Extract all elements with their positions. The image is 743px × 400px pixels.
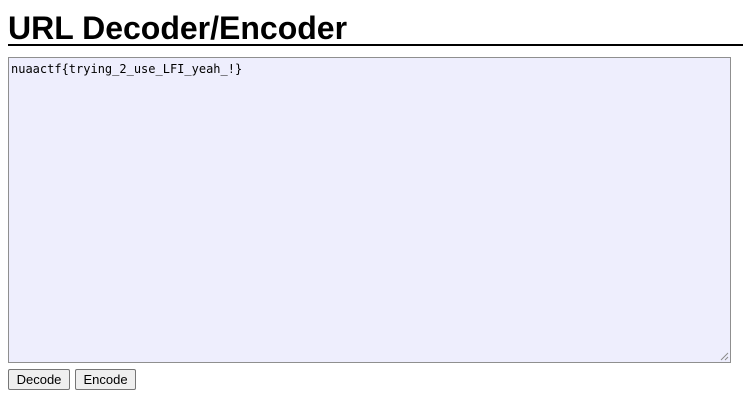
url-text-area[interactable]: nuaactf{trying_2_use_LFI_yeah_!}: [8, 57, 731, 363]
encode-button[interactable]: Encode: [75, 369, 136, 390]
decode-button[interactable]: Decode: [8, 369, 70, 390]
resize-grip-icon[interactable]: [719, 351, 729, 361]
page-title: URL Decoder/Encoder: [8, 10, 348, 46]
title-divider: [8, 44, 743, 46]
